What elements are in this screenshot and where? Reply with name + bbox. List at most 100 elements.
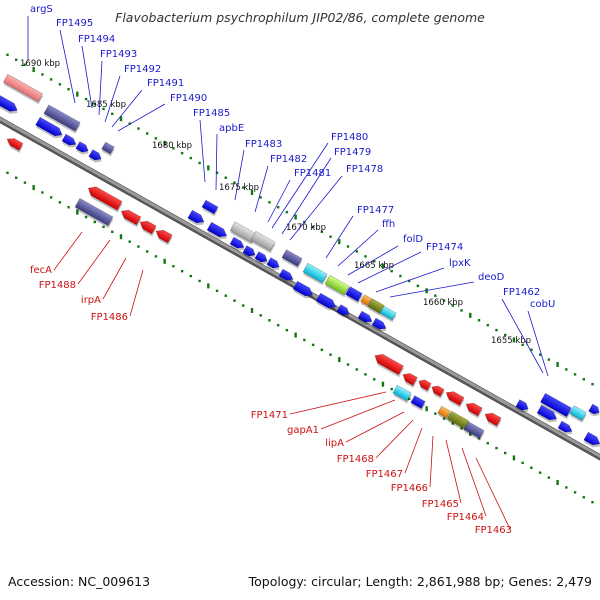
gene-feature[interactable]	[437, 405, 452, 421]
gene-feature[interactable]	[85, 184, 124, 213]
gene-feature[interactable]	[74, 197, 114, 229]
reverse-gene-label[interactable]: fecA	[30, 265, 52, 276]
gene-feature[interactable]	[250, 230, 276, 254]
forward-gene-label[interactable]: FP1490	[170, 93, 207, 104]
gene-feature[interactable]	[515, 399, 532, 415]
tick-dot	[102, 107, 105, 111]
forward-gene-label[interactable]: FP1492	[124, 64, 161, 75]
forward-gene-label[interactable]: FP1479	[334, 147, 371, 158]
gene-feature[interactable]	[4, 136, 24, 153]
gene-feature[interactable]	[583, 431, 600, 450]
reverse-gene-label[interactable]: FP1463	[475, 525, 512, 536]
reverse-gene-label[interactable]: FP1466	[391, 483, 428, 494]
forward-gene-label[interactable]: FP1495	[56, 18, 93, 29]
tick-dot	[58, 83, 62, 86]
forward-gene-label[interactable]: apbE	[219, 123, 244, 134]
forward-gene-label[interactable]: FP1481	[294, 168, 331, 179]
forward-gene-label[interactable]: FP1478	[346, 164, 383, 175]
gene-feature[interactable]	[569, 405, 588, 423]
gene-feature[interactable]	[588, 403, 600, 418]
gene-feature[interactable]	[463, 421, 485, 441]
gene-feature[interactable]	[266, 257, 283, 273]
gene-feature[interactable]	[324, 274, 350, 298]
reverse-gene-label[interactable]: lipA	[325, 438, 344, 449]
gene-feature[interactable]	[187, 209, 208, 228]
gene-feature[interactable]	[429, 384, 446, 399]
forward-gene-label[interactable]: argS	[30, 4, 53, 15]
gene-feature[interactable]	[201, 199, 219, 217]
gene-feature[interactable]	[539, 392, 572, 420]
reverse-gene-label[interactable]: irpA	[81, 295, 101, 306]
forward-gene-label[interactable]: FP1462	[503, 287, 540, 298]
gene-feature[interactable]	[302, 262, 328, 286]
reverse-gene-label[interactable]: FP1471	[251, 410, 288, 421]
forward-gene-label[interactable]: FP1474	[426, 242, 463, 253]
forward-gene-label[interactable]: FP1482	[270, 154, 307, 165]
gene-feature[interactable]	[410, 395, 427, 411]
forward-gene-label[interactable]: FP1477	[357, 205, 394, 216]
gene-feature[interactable]	[315, 292, 339, 313]
gene-feature[interactable]	[379, 305, 397, 323]
gene-feature[interactable]	[278, 268, 296, 285]
gene-feature[interactable]	[281, 249, 303, 269]
tick-dot	[189, 274, 193, 278]
reverse-gene-label[interactable]: FP1486	[91, 312, 128, 323]
gene-feature[interactable]	[75, 141, 92, 157]
gene-feature[interactable]	[88, 149, 105, 165]
gene-feature[interactable]	[557, 420, 575, 437]
forward-gene-label[interactable]: cobU	[530, 299, 555, 310]
forward-gene-label[interactable]: FP1494	[78, 34, 115, 45]
tick-dot	[6, 53, 9, 57]
gene-feature[interactable]	[206, 221, 230, 242]
forward-gene-label[interactable]: ffh	[382, 219, 395, 230]
gene-feature[interactable]	[0, 93, 21, 117]
gene-feature[interactable]	[400, 371, 419, 388]
gene-feature[interactable]	[153, 227, 174, 246]
gene-feature[interactable]	[242, 245, 259, 261]
gene-feature[interactable]	[229, 236, 247, 253]
reverse-leader-line	[429, 435, 434, 488]
gene-feature[interactable]	[463, 400, 484, 419]
gene-feature[interactable]	[482, 410, 503, 429]
forward-gene-label[interactable]: deoD	[478, 272, 505, 283]
tick-dot	[582, 378, 586, 381]
gene-feature[interactable]	[101, 141, 116, 157]
tick-dot	[320, 348, 324, 351]
gene-feature[interactable]	[371, 317, 389, 334]
gene-feature[interactable]	[292, 280, 316, 301]
forward-gene-label[interactable]: FP1485	[193, 108, 230, 119]
forward-gene-label[interactable]: FP1480	[331, 132, 368, 143]
gene-feature[interactable]	[254, 251, 271, 267]
gene-feature[interactable]	[61, 133, 79, 150]
gene-feature[interactable]	[118, 207, 142, 228]
gene-feature[interactable]	[536, 404, 560, 425]
gene-feature[interactable]	[43, 104, 82, 134]
forward-gene-label[interactable]: lpxK	[449, 258, 471, 269]
forward-gene-label[interactable]: FP1493	[100, 49, 137, 60]
gene-feature[interactable]	[2, 73, 44, 105]
forward-leader-line	[375, 267, 445, 293]
tick-dot	[504, 451, 507, 455]
gene-feature[interactable]	[137, 218, 158, 237]
gene-feature[interactable]	[392, 384, 413, 404]
gene-feature[interactable]	[443, 389, 465, 408]
gene-feature[interactable]	[416, 378, 433, 393]
reverse-gene-label[interactable]: gapA1	[287, 425, 319, 436]
gene-feature[interactable]	[35, 116, 66, 141]
gene-feature[interactable]	[357, 310, 375, 327]
tick-dot	[442, 299, 446, 302]
forward-gene-label[interactable]: folD	[403, 234, 423, 245]
reverse-gene-label[interactable]: FP1465	[422, 499, 459, 510]
gene-feature[interactable]	[336, 304, 353, 320]
gene-feature[interactable]	[371, 351, 404, 378]
reverse-gene-label[interactable]: FP1488	[39, 280, 76, 291]
forward-gene-label[interactable]: FP1483	[245, 139, 282, 150]
gene-feature[interactable]	[345, 286, 364, 304]
reverse-leader-line	[129, 269, 144, 317]
tick-dot	[23, 181, 27, 184]
reverse-gene-label[interactable]: FP1464	[447, 512, 484, 523]
reverse-gene-label[interactable]: FP1467	[366, 469, 403, 480]
forward-gene-label[interactable]: FP1491	[147, 78, 184, 89]
gene-feature[interactable]	[229, 221, 257, 245]
reverse-gene-label[interactable]: FP1468	[337, 454, 374, 465]
